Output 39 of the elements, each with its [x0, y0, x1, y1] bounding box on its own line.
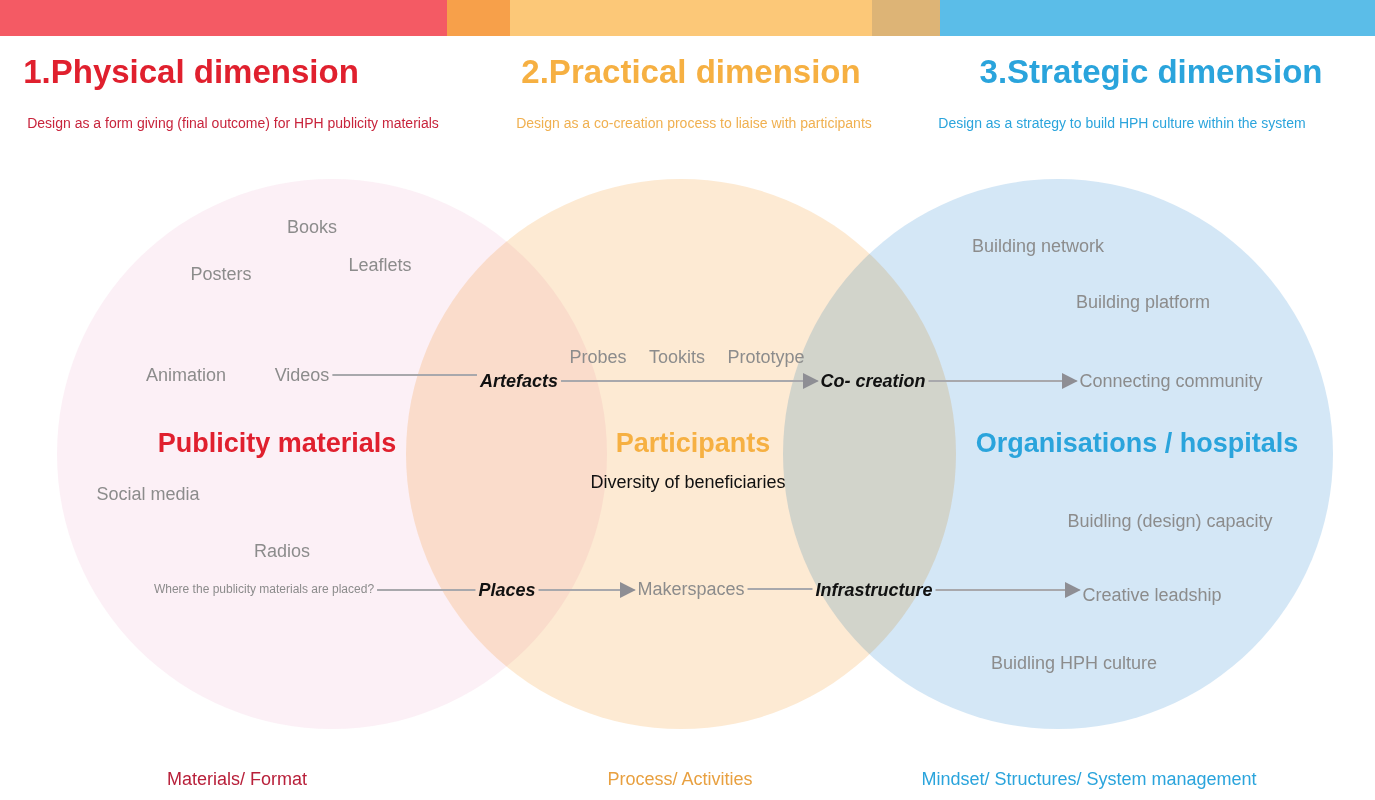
circle-heading: Publicity materials [157, 428, 397, 460]
section-description: Design as a form giving (final outcome) for HPH publicity materials [27, 114, 439, 132]
item-text: Connecting community [1079, 370, 1263, 392]
dimension-footer: Mindset/ Structures/ System management [921, 768, 1257, 790]
concept-text: Places [478, 579, 536, 601]
arrow [934, 582, 1081, 598]
arrow [560, 373, 819, 389]
section-heading: 3.Strategic dimension [979, 53, 1323, 91]
section-heading: 1.Physical dimension [23, 53, 359, 91]
item-text: Videos [274, 364, 330, 386]
item-text: Books [287, 216, 337, 238]
dimension-footer: Process/ Activities [607, 768, 753, 790]
arrow [537, 582, 636, 598]
concept-text: Artefacts [480, 370, 558, 392]
concept-text: Co- creation [820, 370, 926, 392]
question-text: Where the publicity materials are placed? [153, 583, 375, 597]
circle-heading: Organisations / hospitals [975, 428, 1299, 460]
dimension-footer: Materials/ Format [167, 768, 307, 790]
item-text: Makerspaces [637, 578, 745, 600]
item-text: Tookits [649, 346, 705, 368]
circle-heading: Participants [615, 428, 771, 460]
circle-subtitle: Diversity of beneficiaries [590, 471, 786, 493]
item-text: Animation [146, 364, 226, 386]
section-heading: 2.Practical dimension [521, 53, 861, 91]
section-description: Design as a strategy to build HPH culture within the system [938, 114, 1306, 132]
item-text: Social media [96, 483, 200, 505]
item-text: Building network [971, 235, 1105, 257]
item-text: Radios [254, 540, 310, 562]
section-description: Design as a co-creation process to liaise with participants [516, 114, 872, 132]
item-text: Probes [569, 346, 627, 368]
item-text: Buidling HPH culture [990, 652, 1158, 674]
arrow [927, 373, 1078, 389]
item-text: Leaflets [348, 254, 412, 276]
item-text: Buidling (design) capacity [1067, 510, 1273, 532]
item-text: Building platform [1075, 291, 1211, 313]
item-text: Posters [190, 263, 252, 285]
item-text: Prototype [727, 346, 805, 368]
item-text: Creative leadship [1082, 584, 1222, 606]
concept-text: Infrastructure [815, 579, 933, 601]
